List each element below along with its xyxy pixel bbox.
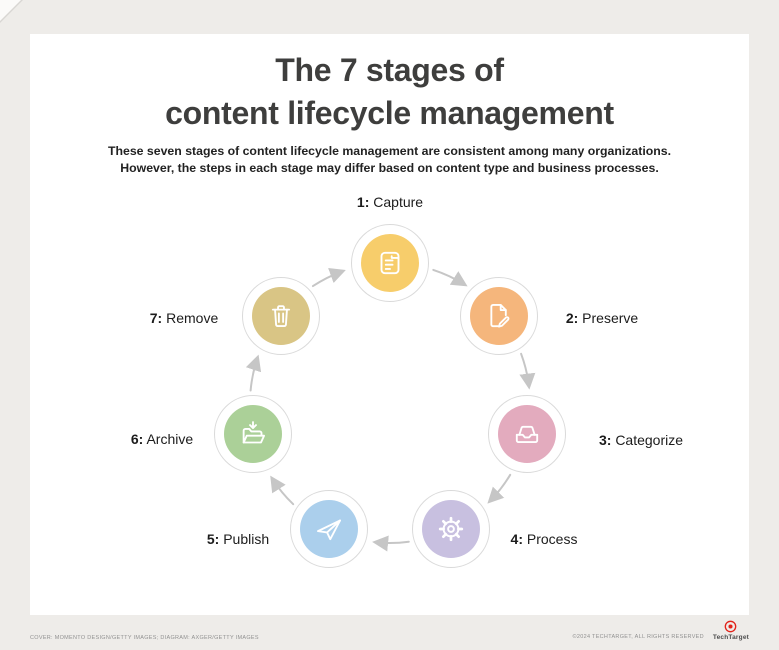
stage-name: Capture xyxy=(373,194,424,210)
arrow-capture-to-preserve xyxy=(432,268,468,287)
paper-plane-icon xyxy=(317,519,341,541)
arrow-preserve-to-categorize xyxy=(519,352,536,390)
stage-bubble-capture xyxy=(361,234,419,292)
flow-arrows xyxy=(245,267,536,552)
image-credit: COVER: MOMENTO DESIGN/GETTY IMAGES; DIAG… xyxy=(30,635,259,641)
stage-name: Remove xyxy=(166,310,219,326)
stage-label-capture: 1: Capture xyxy=(357,194,423,210)
stage-number: 6: xyxy=(130,431,144,447)
copyright-text: ©2024 TECHTARGET, ALL RIGHTS RESERVED xyxy=(572,634,704,640)
stage-label-remove: 7: Remove xyxy=(150,310,218,326)
stage-name: Archive xyxy=(146,431,194,447)
trash-icon xyxy=(271,305,291,328)
stage-number: 4: xyxy=(510,531,523,547)
stage-node-remove xyxy=(242,277,320,355)
stage-label-preserve: 2: Preserve xyxy=(566,310,638,326)
arrow-remove-to-capture xyxy=(311,267,346,288)
stage-node-preserve xyxy=(460,277,538,355)
stage-node-capture xyxy=(351,224,429,302)
stage-number: 5: xyxy=(206,531,220,547)
title-line-1: The 7 stages of xyxy=(275,52,504,88)
stage-number: 1: xyxy=(356,194,370,210)
stage-number: 3: xyxy=(598,432,612,448)
footer-right: ©2024 TECHTARGET, ALL RIGHTS RESERVED Te… xyxy=(573,620,749,641)
stage-bubble-publish xyxy=(300,500,358,558)
stage-label-process: 4: Process xyxy=(511,531,578,547)
stage-node-archive xyxy=(214,395,292,473)
page-corner-fold-face xyxy=(0,0,21,21)
stage-bubble-archive xyxy=(224,405,282,463)
document-edit-icon xyxy=(490,304,510,328)
stage-name: Preserve xyxy=(582,310,639,326)
lifecycle-cycle-diagram: 1: Capture 2: Preserve xyxy=(30,194,749,599)
arrow-categorize-to-process xyxy=(487,473,512,504)
stage-name: Publish xyxy=(223,531,270,547)
page-subtitle: These seven stages of content lifecycle … xyxy=(30,143,749,177)
arrow-archive-to-remove xyxy=(245,354,262,392)
inbox-tray-icon xyxy=(515,425,539,444)
stage-name: Categorize xyxy=(615,432,684,448)
stage-name: Process xyxy=(526,531,578,547)
stage-node-publish xyxy=(290,490,368,568)
stage-label-publish: 5: Publish xyxy=(207,531,269,547)
arrow-process-to-publish xyxy=(372,535,410,552)
stage-bubble-preserve xyxy=(470,287,528,345)
archive-folder-icon xyxy=(242,421,265,444)
stage-label-categorize: 3: Categorize xyxy=(599,432,683,448)
stage-bubble-remove xyxy=(252,287,310,345)
scroll-icon xyxy=(380,251,400,275)
stage-bubble-process xyxy=(422,500,480,558)
footer: COVER: MOMENTO DESIGN/GETTY IMAGES; DIAG… xyxy=(30,620,749,641)
subtitle-line-2: However, the steps in each stage may dif… xyxy=(120,161,659,175)
stage-node-process xyxy=(412,490,490,568)
gear-icon xyxy=(438,516,464,542)
content-card: The 7 stages of content lifecycle manage… xyxy=(30,34,749,615)
techtarget-logo: TechTarget xyxy=(713,620,749,641)
subtitle-line-1: These seven stages of content lifecycle … xyxy=(107,144,672,158)
stage-node-categorize xyxy=(488,395,566,473)
techtarget-logo-icon xyxy=(725,620,737,633)
title-line-2: content lifecycle management xyxy=(165,95,614,131)
flow-arrow-group xyxy=(245,267,536,552)
stage-label-archive: 6: Archive xyxy=(131,431,193,447)
stage-number: 2: xyxy=(565,310,579,326)
stage-bubble-categorize xyxy=(498,405,556,463)
techtarget-wordmark: TechTarget xyxy=(712,634,749,641)
stage-number: 7: xyxy=(149,310,163,326)
page-title: The 7 stages of content lifecycle manage… xyxy=(30,49,749,135)
arrow-publish-to-archive xyxy=(270,475,295,506)
